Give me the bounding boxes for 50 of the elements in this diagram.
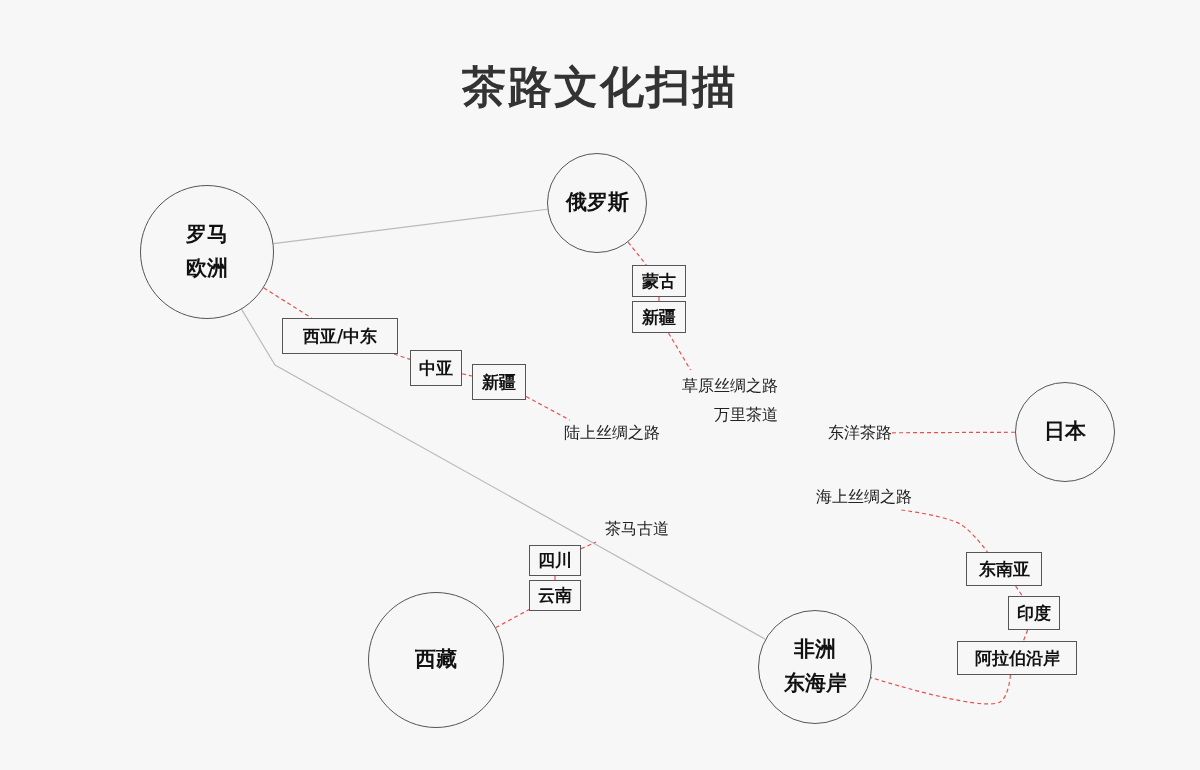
place-name: 蒙古: [642, 269, 676, 293]
dashed-route-line: [1015, 585, 1023, 597]
place-box: [632, 265, 686, 297]
place-name: 中亚: [419, 356, 453, 380]
diagram-title: 茶路文化扫描: [461, 60, 739, 114]
route-label: 陆上丝绸之路: [564, 421, 660, 444]
dashed-route-line: [627, 241, 647, 266]
route-label: 万里茶道: [714, 404, 778, 426]
route-label: 茶马古道: [605, 517, 669, 540]
place-name: 东海岸: [783, 670, 847, 697]
place-name: 罗马: [186, 221, 228, 249]
place-name: 东南亚: [978, 557, 1030, 581]
place-name: 非洲: [794, 636, 836, 664]
place-box: [282, 318, 398, 354]
place-name: 四川: [538, 549, 572, 572]
place-name: 西藏: [415, 646, 457, 674]
connector-line: [272, 208, 548, 245]
route-label: 东洋茶路: [828, 421, 892, 444]
dashed-route-line: [554, 575, 556, 581]
place-name: 阿拉伯沿岸: [974, 646, 1060, 670]
place-box: [1008, 596, 1060, 630]
dashed-route-line: [525, 395, 571, 421]
place-box: [529, 580, 581, 611]
dashed-route-line: [891, 431, 1016, 434]
dashed-route-line: [667, 332, 692, 371]
place-box: [632, 301, 686, 333]
place-box: [472, 364, 526, 400]
dashed-route-line: [461, 373, 473, 377]
place-box: [957, 641, 1077, 675]
place-box: [410, 350, 462, 386]
dashed-route-line: [495, 609, 530, 629]
place-name: 新疆: [482, 370, 516, 394]
place-name: 新疆: [642, 305, 676, 329]
dashed-route-line: [900, 509, 988, 553]
place-box: [529, 545, 581, 576]
dashed-route-line: [1022, 629, 1029, 642]
route-label: 草原丝绸之路: [682, 375, 778, 398]
place-name: 俄罗斯: [565, 189, 629, 217]
place-name: 欧洲: [186, 255, 228, 282]
place-name: 西亚/中东: [302, 324, 378, 348]
dashed-route-line: [658, 296, 660, 302]
dashed-route-line: [393, 353, 411, 360]
place-name: 印度: [1017, 601, 1051, 625]
dashed-route-line: [870, 674, 1012, 705]
place-box: [966, 552, 1042, 586]
place-name: 云南: [538, 584, 572, 607]
place-name: 日本: [1044, 418, 1086, 446]
dashed-route-line: [580, 541, 597, 550]
route-label: 海上丝绸之路: [816, 485, 912, 508]
connector-line: [240, 308, 766, 640]
